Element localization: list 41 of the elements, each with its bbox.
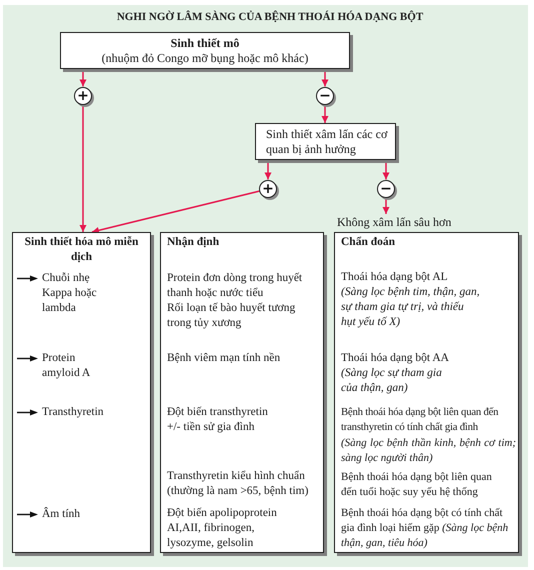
column-text: Bệnh viêm mạn tính nền [167, 351, 282, 366]
box-heading: Sinh thiết mô [170, 36, 240, 51]
column-text: Chuỗi nhẹ Kappa hoặc lambda [42, 271, 98, 316]
column-heading: Chẩn đoán [341, 235, 396, 250]
arrow [382, 198, 390, 214]
column-heading: Nhận định [167, 235, 220, 250]
sign-symbol: + [262, 182, 274, 196]
sign-symbol: + [77, 89, 89, 103]
column-text: Protein amyloid A [42, 351, 92, 381]
column-text: Transthyretin [42, 405, 105, 420]
column-text: Transthyretin kiểu hình chuẩn (thường là nam >65, bệnh tim) [167, 469, 310, 499]
column-text: Đột biến transthyretin +/- tiền sử gia đình [167, 405, 269, 435]
column-text: Bệnh thoái hóa dạng bột liên quan đến transthyretin có tính chất gia đình [341, 405, 500, 435]
column-text: Rối loạn tế bào huyết tương trong tủy xương [167, 301, 296, 331]
diagram-title: NGHI NGỜ LÂM SÀNG CỦA BỆNH THOÁI HÓA DẠNG BỘT [116, 10, 424, 24]
sign-symbol: − [380, 182, 392, 196]
column-text: Protein đơn dòng trong huyết thanh hoặc nước tiểu [167, 271, 303, 301]
box-text: Sinh thiết xâm lấn các cơ quan bị ảnh hưởng [266, 127, 388, 157]
note-text: (Sàng lọc sự tham gia của thận, gan) [341, 366, 443, 396]
arrow [92, 190, 260, 234]
column-text: Thoái hóa dạng bột AL [341, 270, 449, 285]
column-heading: Sinh thiết hóa mô miễn dịch [24, 235, 140, 265]
column-panel [12, 232, 151, 553]
column-text: Đột biến apolipoprotein AI,AII, fibrinogen, lysozyme, gelsolin [167, 506, 278, 551]
column-panel [160, 232, 324, 553]
column-panel [334, 232, 519, 553]
column-text: Bệnh thoái hóa dạng bột có tính chất gia đình loại hiếm gặp (Sàng lọc bệnh thận, gan, tiêu hóa) [341, 506, 510, 551]
note-text: (Sàng lọc bệnh thần kinh, bệnh cơ tim; sàng lọc người thân) [341, 436, 516, 466]
column-text: Thoái hóa dạng bột AA [341, 351, 450, 366]
arrow [322, 105, 328, 123]
arrow [382, 160, 390, 180]
column-text: Âm tính [42, 507, 82, 522]
box-text: (nhuộm đỏ Congo mỡ bụng hoặc mô khác) [100, 51, 310, 66]
sign-symbol: − [319, 89, 331, 103]
arrow [80, 105, 86, 232]
column-text: Bệnh thoái hóa dạng bột liên quan đến tuổi hoặc suy yếu hệ thống [341, 470, 493, 500]
note-text: (Sàng lọc bệnh tim, thận, gan, sự tham gia tự trị, và thiếu hụt yếu tố X) [341, 285, 481, 330]
arrow [264, 160, 272, 180]
process-box [60, 32, 350, 69]
process-box [255, 123, 396, 160]
outcome-text: Không xâm lấn sâu hơn [337, 214, 457, 230]
